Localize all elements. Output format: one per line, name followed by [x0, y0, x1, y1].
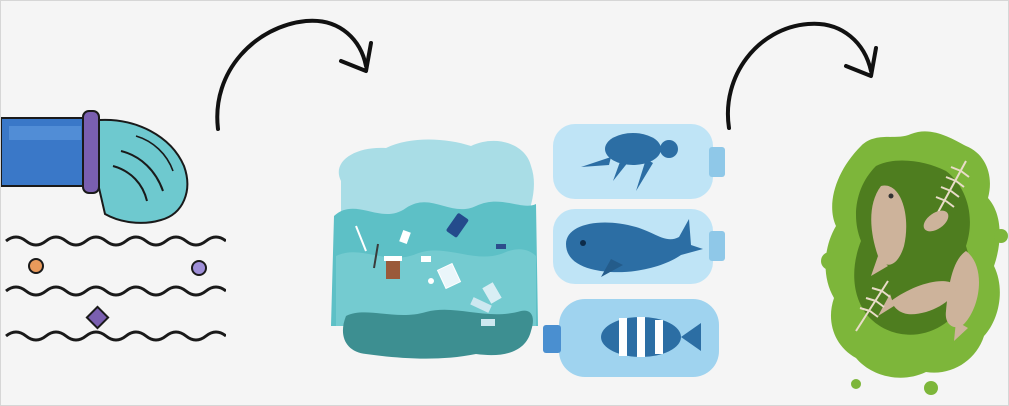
fish-bottle: [543, 299, 719, 377]
dead-fish-algae-panel: [816, 126, 1009, 396]
wave-line: [6, 237, 226, 245]
cup-lid: [384, 256, 402, 261]
pollutant-particle: [87, 307, 108, 328]
plastic-ocean-panel: [326, 126, 541, 376]
seabed-layer: [343, 310, 533, 359]
curved-arrow-icon: [713, 16, 893, 141]
turtle-shell: [605, 133, 661, 165]
wave-line: [6, 287, 226, 295]
plastic-debris: [496, 244, 506, 249]
pipe-discharge-panel: [1, 96, 226, 356]
curved-arrow-1: [206, 11, 386, 141]
cup-debris: [386, 261, 400, 279]
turtle-head: [660, 140, 678, 158]
plastic-debris: [481, 319, 495, 326]
pollutant-particle: [192, 261, 206, 275]
pollutant-particle: [29, 259, 43, 273]
whale-bottle: [553, 209, 725, 284]
turtle-bottle: [553, 124, 725, 199]
curved-arrow-icon: [206, 11, 386, 141]
plastic-debris: [428, 278, 434, 284]
curved-arrow-2: [713, 16, 893, 141]
polluted-ocean-icon: [326, 126, 541, 376]
bottled-marine-life-panel: [541, 119, 736, 381]
animals-in-bottles-icon: [541, 119, 736, 381]
plastic-debris: [421, 256, 431, 262]
outflow-water: [99, 120, 187, 223]
wave-line: [6, 332, 226, 340]
algal-bloom-dead-fish-icon: [816, 126, 1009, 396]
sewage-pipe-icon: [1, 96, 226, 356]
pipe-ring: [83, 111, 99, 193]
pipe-highlight: [9, 126, 81, 140]
